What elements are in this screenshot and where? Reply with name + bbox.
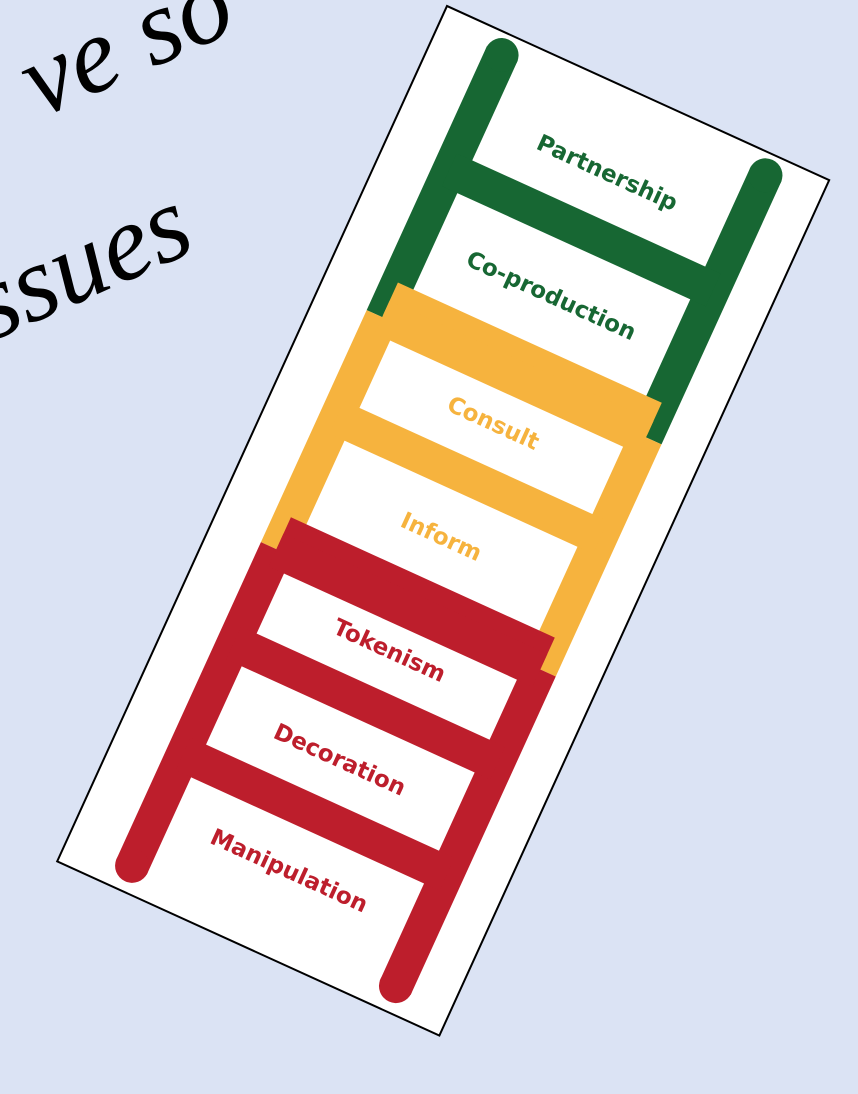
ladder-rung-5 [226,626,506,780]
ladder-rung-6 [175,737,455,891]
band-amber-left-rail [260,310,398,557]
band-red-right-rail [379,662,556,995]
ladder: PartnershipCo-productionConsultInformTok… [115,38,783,1004]
rail-top-right-cap [748,158,783,193]
band-amber-right-rail [524,430,662,677]
seam-red [268,533,548,687]
ladder-rung-3 [329,400,608,554]
ladder-rung-1 [441,153,721,307]
rail-top-left-cap [484,38,519,73]
rail-bottom-left-cap [115,848,150,883]
rail-bottom-right-cap [378,969,413,1004]
band-red-left-rail [115,542,292,875]
seam-amber [374,300,654,454]
